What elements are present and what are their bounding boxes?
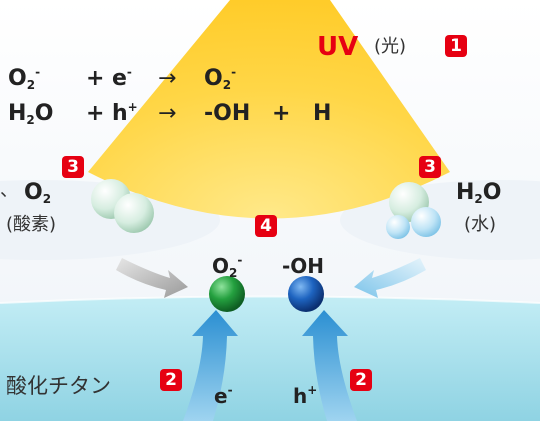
- hole-label: h+: [293, 383, 318, 408]
- uv-label: UV: [317, 32, 359, 62]
- equation-1-reactant-a: O2-: [8, 65, 41, 92]
- oxygen-atom: [114, 193, 154, 233]
- step-4-badge: 4: [255, 215, 277, 237]
- uv-light-label: (光): [374, 36, 407, 57]
- superoxide-label: O2-: [212, 253, 243, 280]
- oxygen-flow-arrow: [116, 258, 188, 298]
- step-2-badge-right: 2: [350, 369, 372, 391]
- equation-2-product-b: H: [313, 101, 332, 126]
- equation-1-arrow: →: [158, 66, 177, 91]
- equation-2-reactant-a: H2O: [8, 101, 54, 127]
- water-formula: H2O: [456, 180, 502, 206]
- titanium-oxide-label: 酸化チタン: [6, 374, 111, 398]
- equation-2-arrow: →: [158, 101, 177, 126]
- equation-2-reactant-b: h+: [112, 100, 138, 126]
- step-3-badge-left: 3: [62, 156, 84, 178]
- step-2-badge-left: 2: [160, 369, 182, 391]
- oxygen-name: (酸素): [6, 214, 57, 235]
- equation-2-product-a: -OH: [204, 101, 251, 126]
- hydroxyl-sphere: [288, 276, 324, 312]
- equation-1-reactant-b: e-: [112, 65, 132, 91]
- superoxide-sphere: [209, 276, 245, 312]
- equation-2-plus-2: +: [272, 101, 291, 126]
- equation-1-plus: +: [86, 66, 105, 91]
- oxygen-formula: O2: [24, 180, 52, 206]
- titanium-oxide-surface: [0, 296, 540, 421]
- equation-2-plus: +: [86, 101, 105, 126]
- electron-arrow: [183, 310, 238, 421]
- water-hydrogen-atom: [411, 207, 441, 237]
- step-3-badge-right: 3: [419, 156, 441, 178]
- uv-light-cone: [88, 0, 450, 219]
- hydroxyl-label: -OH: [282, 254, 325, 278]
- electron-label: e-: [214, 383, 233, 408]
- water-flow-arrow: [354, 258, 426, 298]
- water-name: (水): [464, 214, 497, 235]
- equation-1-product: O2-: [204, 65, 237, 92]
- step-1-badge: 1: [445, 35, 467, 57]
- left-mark: 、: [0, 180, 18, 201]
- water-hydrogen-atom: [386, 215, 410, 239]
- hole-arrow: [302, 310, 357, 421]
- surface-highlight: [0, 295, 540, 304]
